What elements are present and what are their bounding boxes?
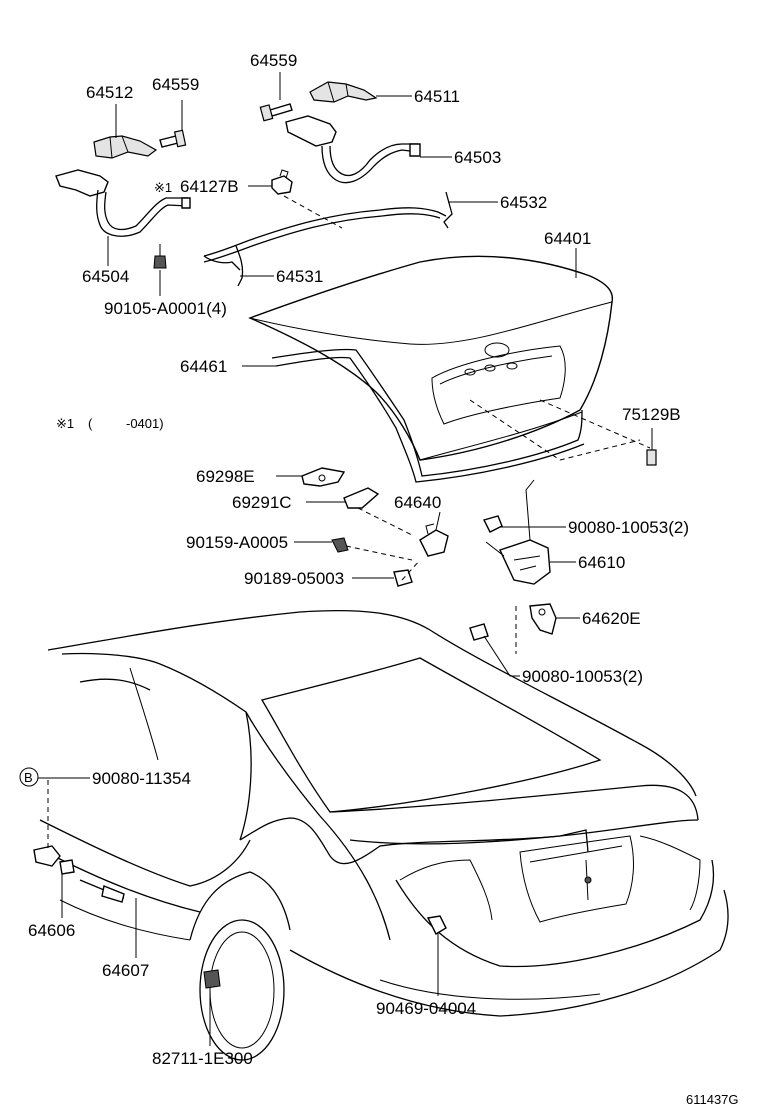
label-64606: 64606	[28, 921, 75, 940]
label-64559-top: 64559	[250, 51, 297, 70]
label-90080-b: 90080-10053(2)	[522, 667, 643, 686]
label-82711: 82711-1E300	[152, 1049, 253, 1068]
label-64401: 64401	[544, 229, 591, 248]
label-90105: 90105-A0001(4)	[104, 299, 227, 318]
bracket-69298e-icon	[301, 467, 346, 487]
label-note-range: -0401)	[126, 416, 164, 431]
figure-id: 611437G	[686, 1092, 739, 1107]
label-69298e: 69298E	[196, 467, 255, 486]
label-90469: 90469-04004	[376, 999, 476, 1018]
label-64531: 64531	[276, 267, 323, 286]
clip-64127b-icon	[271, 169, 293, 195]
bolt-icon	[159, 129, 187, 148]
bracket-69291c-icon	[343, 487, 380, 509]
label-note-paren: (	[88, 416, 93, 431]
car-body-icon	[33, 609, 729, 1061]
bolt-90105-icon	[153, 244, 167, 269]
label-90159: 90159-A0005	[186, 533, 288, 552]
label-90189: 90189-05003	[244, 569, 344, 588]
striker-64620e-icon	[515, 603, 557, 654]
label-90080-c: 90080-11354	[92, 769, 191, 788]
label-64610: 64610	[578, 553, 625, 572]
hinge-bracket-right-icon	[309, 81, 378, 103]
bolt-icon	[482, 515, 503, 533]
bolt-icon	[259, 103, 293, 122]
label-64504: 64504	[82, 267, 129, 286]
hinge-bracket-left-icon	[93, 135, 158, 159]
hinge-arm-right-icon	[285, 115, 421, 184]
label-64559-left: 64559	[152, 75, 199, 94]
label-64503: 64503	[454, 148, 501, 167]
pad-75129b-icon	[646, 449, 657, 466]
label-64607: 64607	[102, 961, 149, 980]
lock-icon	[485, 479, 551, 585]
label-64127b: 64127B	[180, 177, 239, 196]
hinge-arm-left-icon	[55, 169, 191, 237]
leader-lines	[38, 72, 653, 1046]
label-64532: 64532	[500, 193, 547, 212]
label-note-mark: ※1	[56, 416, 74, 431]
label-69291c: 69291C	[232, 493, 292, 512]
label-64461: 64461	[180, 357, 227, 376]
clip-90189-icon	[393, 569, 413, 587]
bolt-icon	[469, 623, 489, 641]
trunk-lid-icon	[248, 255, 651, 461]
callout-b: B	[19, 767, 39, 787]
clip-90159-icon	[331, 537, 349, 553]
cylinder-64640-icon	[419, 523, 449, 557]
label-64512: 64512	[86, 83, 133, 102]
weatherstrip-icon	[271, 348, 585, 483]
label-90080-a: 90080-10053(2)	[568, 518, 689, 537]
label-64511: 64511	[414, 87, 460, 106]
callout-b-letter: B	[24, 770, 33, 785]
label-64640: 64640	[394, 493, 441, 512]
torsion-bar-icon	[203, 191, 453, 287]
label-note-mark-1: ※1	[154, 180, 172, 195]
label-75129b: 75129B	[622, 405, 681, 424]
label-64620e: 64620E	[582, 609, 641, 628]
